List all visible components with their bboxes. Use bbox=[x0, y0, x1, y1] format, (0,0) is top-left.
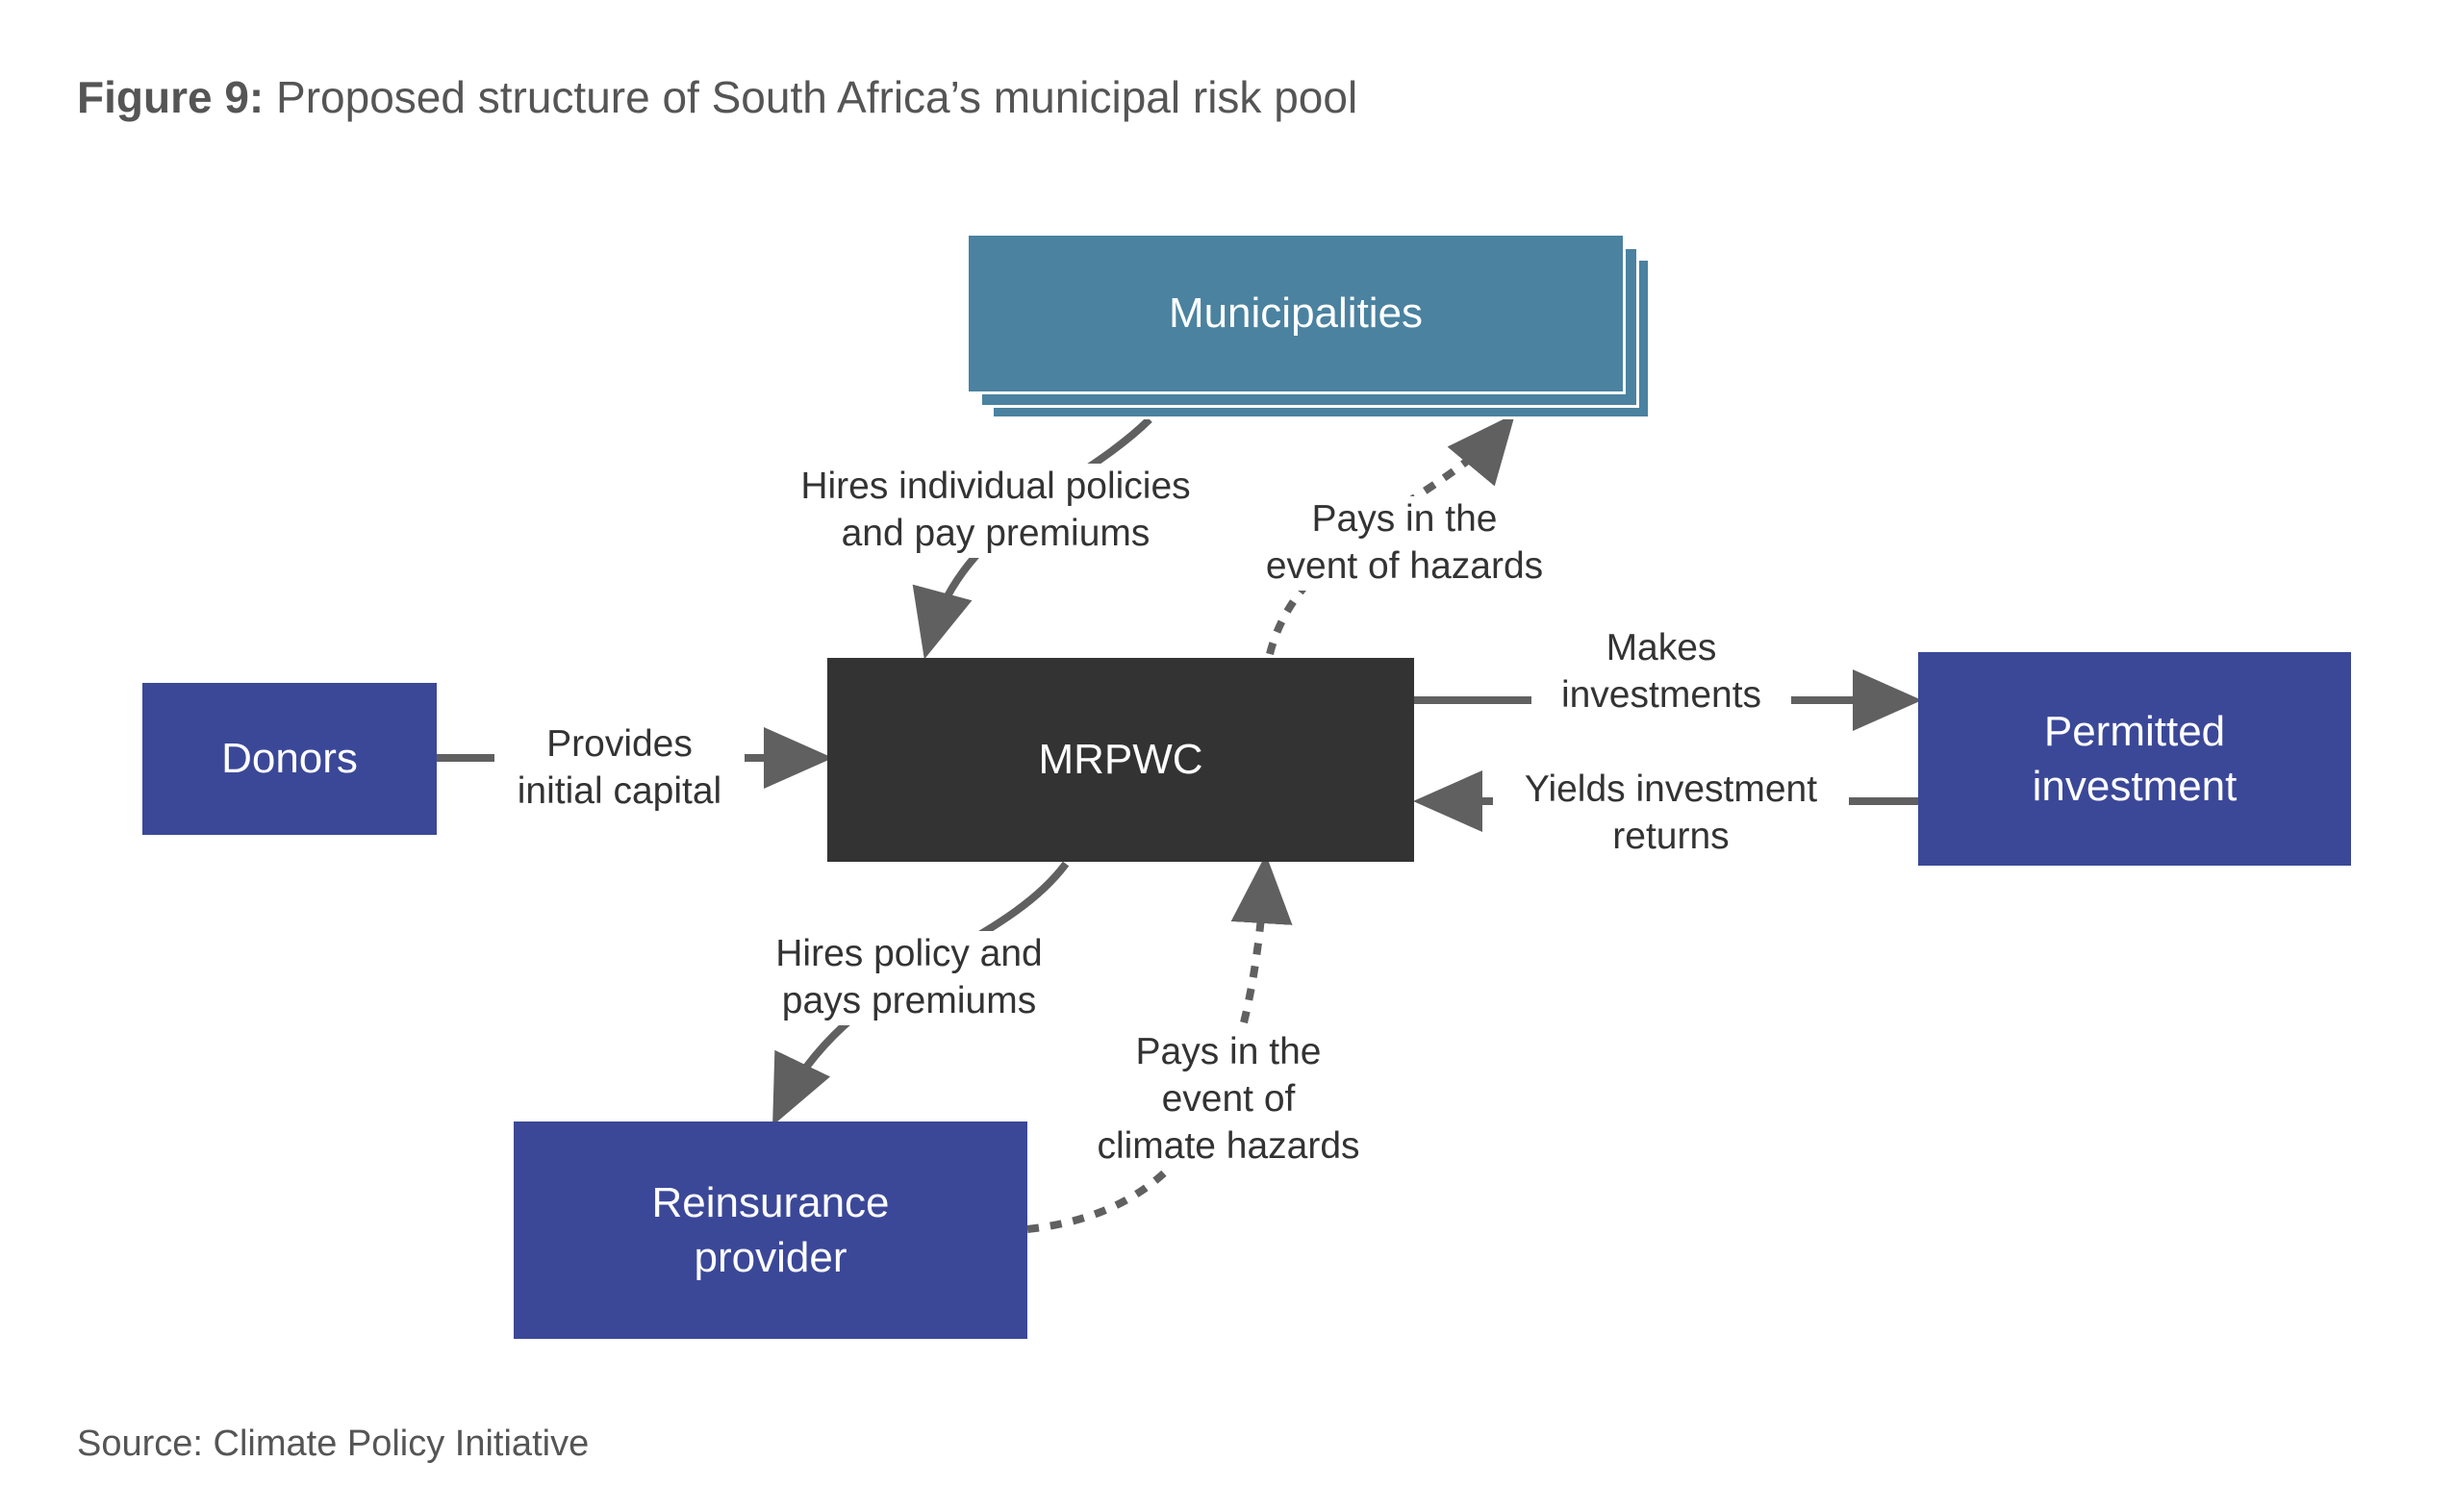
donors-label: Donors bbox=[221, 735, 358, 783]
edge-label-provides-initial-capital: Provides initial capital bbox=[494, 721, 745, 816]
mrpwc-label: MRPWC bbox=[1038, 736, 1203, 784]
mrpwc-node: MRPWC bbox=[827, 658, 1414, 862]
municipalities-label: Municipalities bbox=[1168, 290, 1424, 338]
reinsurance-provider-node: Reinsurance provider bbox=[514, 1121, 1027, 1339]
edge-label-hires-individual-policies: Hires individual policies and pay premiu… bbox=[750, 464, 1241, 558]
permitted-investment-node: Permitted investment bbox=[1918, 652, 2351, 866]
edge-label-pays-event-of-climate-hazards: Pays in the event of climate hazards bbox=[1070, 1029, 1387, 1171]
figure-title: Figure 9: Proposed structure of South Af… bbox=[77, 71, 1357, 123]
municipalities-node: Municipalities bbox=[966, 233, 1626, 394]
edge-label-hires-policy-pays-premiums: Hires policy and pays premiums bbox=[741, 931, 1077, 1025]
edge-label-pays-event-of-hazards: Pays in the event of hazards bbox=[1231, 496, 1578, 591]
figure-label: Figure 9: bbox=[77, 72, 265, 122]
reinsurance-provider-label: Reinsurance provider bbox=[651, 1178, 890, 1281]
figure-title-text: Proposed structure of South Africa’s mun… bbox=[264, 72, 1358, 122]
edge-label-yields-investment-returns: Yields investment returns bbox=[1493, 767, 1849, 861]
permitted-investment-label: Permitted investment bbox=[2032, 707, 2238, 810]
edge-label-makes-investments: Makes investments bbox=[1531, 625, 1791, 719]
donors-node: Donors bbox=[142, 683, 437, 835]
figure-source: Source: Climate Policy Initiative bbox=[77, 1424, 590, 1464]
